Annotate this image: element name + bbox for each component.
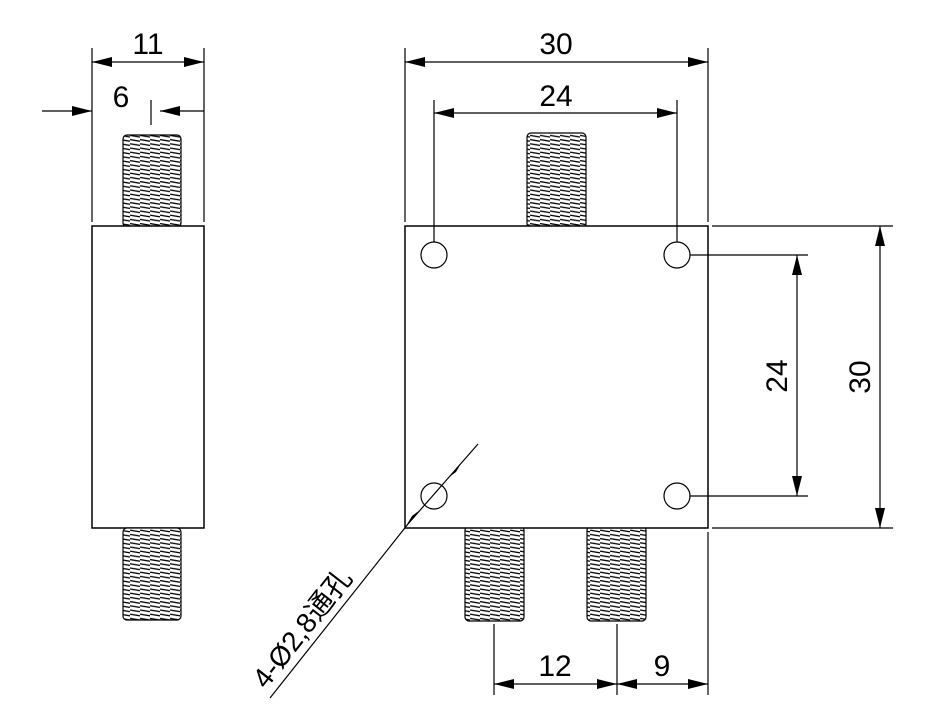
dim-hole-spacing-x: 24 bbox=[434, 80, 677, 118]
dim-port-spacing-label: 12 bbox=[538, 650, 571, 683]
front-thread-bottom-left bbox=[464, 525, 525, 622]
dim-front-height: 30 bbox=[844, 226, 885, 528]
hole-callout-label: 4-Ø2,8通孔 bbox=[246, 563, 358, 694]
dim-hole-spacing-x-label: 24 bbox=[539, 80, 572, 113]
dim-front-height-label: 30 bbox=[844, 360, 877, 393]
mounting-hole-top-right bbox=[663, 241, 691, 269]
side-thread-bottom bbox=[122, 527, 182, 621]
dim-side-thread: 6 bbox=[42, 81, 204, 116]
dim-side-width-label: 11 bbox=[132, 28, 163, 61]
front-body bbox=[404, 225, 709, 529]
dim-port-spacing: 12 bbox=[494, 650, 617, 689]
mounting-hole-top-left bbox=[420, 241, 448, 269]
front-thread-top bbox=[526, 132, 587, 229]
dim-side-width: 11 bbox=[92, 28, 204, 67]
dim-port-offset: 9 bbox=[617, 650, 708, 689]
dim-side-thread-label: 6 bbox=[113, 81, 130, 114]
dim-hole-spacing-y: 24 bbox=[761, 255, 802, 496]
side-thread-top bbox=[122, 134, 182, 228]
dim-front-width-label: 30 bbox=[539, 28, 572, 61]
dim-front-width: 30 bbox=[405, 28, 708, 67]
front-thread-bottom-right bbox=[586, 525, 647, 622]
mounting-hole-bottom-right bbox=[663, 482, 691, 510]
side-body bbox=[91, 225, 205, 529]
dim-hole-spacing-y-label: 24 bbox=[761, 359, 794, 392]
dim-port-offset-label: 9 bbox=[654, 650, 671, 683]
side-view: 11 6 bbox=[42, 28, 205, 621]
front-view: 30 24 24 30 12 bbox=[246, 28, 893, 699]
